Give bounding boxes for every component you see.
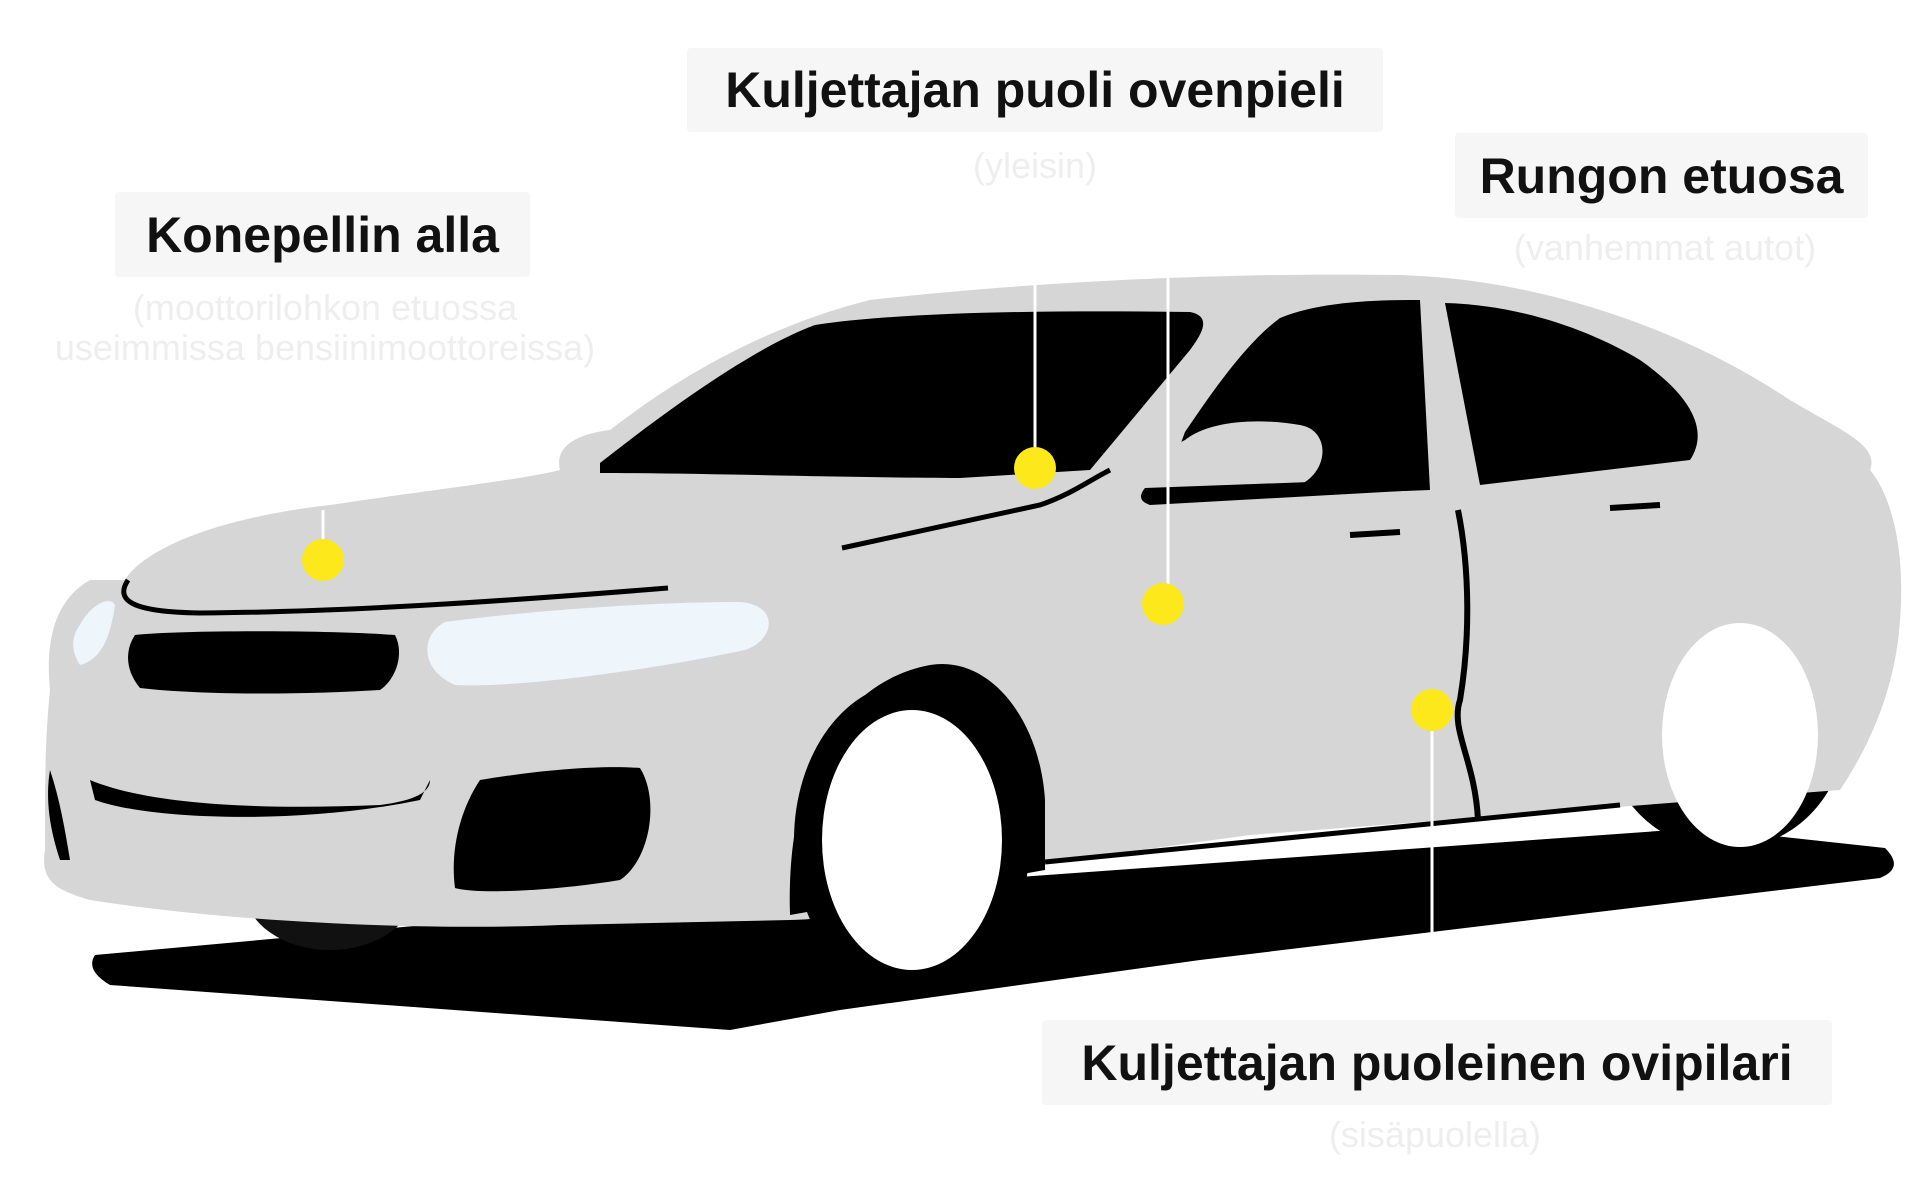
label-door-jamb-title: Kuljettajan puoli ovenpieli [725,62,1345,118]
label-under-hood-title: Konepellin alla [146,206,499,263]
label-under-hood: Konepellin alla [115,192,530,277]
sublabel-under-hood-line1: (moottorilohkon etuossa [132,287,518,328]
label-frame-front: Rungon etuosa [1455,133,1868,218]
hood-line [121,578,669,616]
door-seam [1454,509,1481,821]
location-dot-icon[interactable] [1014,447,1056,489]
fender-line [841,467,1112,551]
sublabel-frame-front: (vanhemmat autot) [1460,228,1870,268]
sublabel-under-hood-line2: useimmissa bensiinimoottoreissa) [54,326,596,368]
location-dot-icon[interactable] [302,539,344,581]
front-wheel-rim [822,710,1002,970]
label-door-pillar: Kuljettajan puoleinen ovipilari [1042,1020,1832,1105]
sublabel-door-jamb-text: (yleisin) [972,145,1097,186]
sublabel-door-pillar: (sisäpuolella) [1235,1115,1635,1155]
bumper-left-vent [48,770,70,860]
sill-line [1044,802,1621,865]
rear-handle [1609,502,1661,511]
front-handle [1349,529,1401,538]
lower-intake [90,780,430,817]
sublabel-door-jamb: (yleisin) [835,146,1235,186]
location-dot-icon[interactable] [1142,583,1184,625]
headlight-left [73,601,115,665]
headlight-right [427,602,769,686]
sublabel-frame-front-text: (vanhemmat autot) [1513,227,1817,268]
b-pillar [1420,298,1462,500]
mirror-base [1141,478,1420,505]
sublabel-door-pillar-text: (sisäpuolella) [1328,1114,1542,1155]
label-frame-front-title: Rungon etuosa [1479,147,1844,204]
rear-door-window [1445,303,1698,485]
sublabel-under-hood: (moottorilohkon etuossa useimmissa bensi… [20,288,630,367]
grille [128,631,400,694]
label-door-jamb: Kuljettajan puoli ovenpieli [687,48,1383,132]
fog-lamp-housing [453,767,651,892]
location-dot-icon[interactable] [1411,689,1453,731]
rear-wheel-rim [1662,623,1818,847]
side-mirror [1156,421,1323,495]
label-door-pillar-title: Kuljettajan puoleinen ovipilari [1081,1034,1793,1091]
windshield [600,311,1204,478]
